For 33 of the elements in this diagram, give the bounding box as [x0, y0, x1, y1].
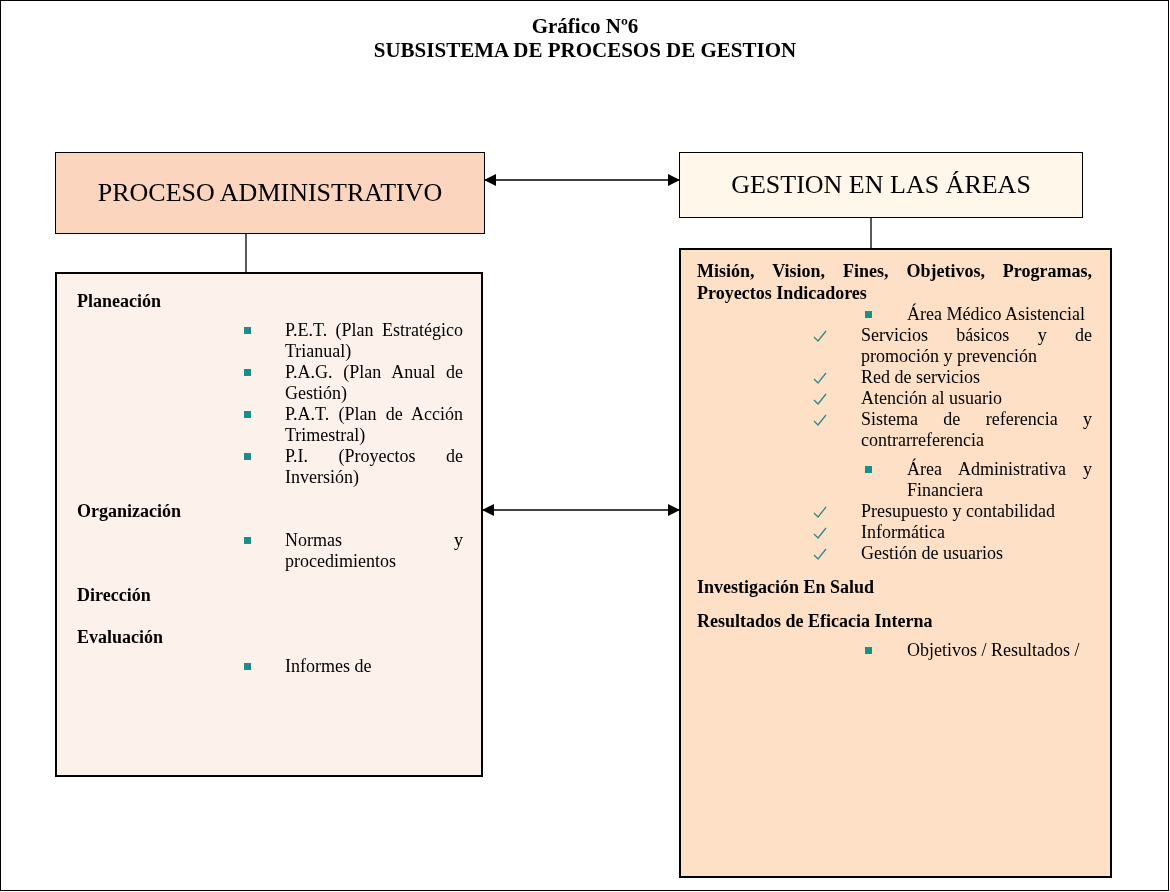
header-box: GESTION EN LAS ÁREAS: [679, 152, 1083, 218]
list-item: Normas y procedimientos: [285, 530, 463, 572]
list-item: Atención al usuario: [861, 388, 1003, 409]
list-item: Área Administrativa y Financiera: [907, 459, 1092, 501]
double-arrow: [484, 174, 680, 186]
double-arrow: [482, 504, 680, 516]
list-item: Sistema de referencia y contrarreferencia: [861, 409, 1092, 451]
list-item: Gestión de usuarios: [861, 543, 1004, 564]
list-item: P.A.T. (Plan de Acción Trimestral): [285, 404, 463, 446]
list-item: P.E.T. (Plan Estratégico Trianual): [285, 320, 463, 362]
section-heading: Evaluación: [77, 626, 165, 648]
list-item: Informes de: [285, 656, 373, 677]
list-item: P.I. (Proyectos de Inversión): [285, 446, 463, 488]
section-heading: Dirección: [77, 584, 152, 606]
content-panel: [55, 272, 483, 777]
connector-line: [245, 233, 247, 273]
list-item: Presupuesto y contabilidad: [861, 501, 1056, 522]
section-heading: Resultados de Eficacia Interna: [697, 610, 934, 632]
content-panel: [679, 248, 1112, 878]
list-item: Informática: [861, 522, 946, 543]
list-item: Objetivos / Resultados /: [907, 640, 1081, 661]
list-item: P.A.G. (Plan Anual de Gestión): [285, 362, 463, 404]
list-item: Red de servicios: [861, 367, 981, 388]
connector-line: [870, 217, 872, 249]
chart-subtitle: SUBSISTEMA DE PROCESOS DE GESTION: [372, 38, 798, 62]
section-heading: Planeación: [77, 290, 162, 312]
list-item: Área Médico Asistencial: [907, 304, 1086, 325]
chart-title: Gráfico Nº6: [530, 14, 640, 38]
section-heading: Investigación En Salud: [697, 576, 876, 598]
list-item: Servicios básicos y de promoción y prevención: [861, 325, 1092, 367]
section-heading: Misión, Vision, Fines, Objetivos, Programas, Proyectos Indicadores: [697, 260, 1092, 303]
header-box: PROCESO ADMINISTRATIVO: [55, 152, 485, 234]
section-heading: Organización: [77, 500, 182, 522]
